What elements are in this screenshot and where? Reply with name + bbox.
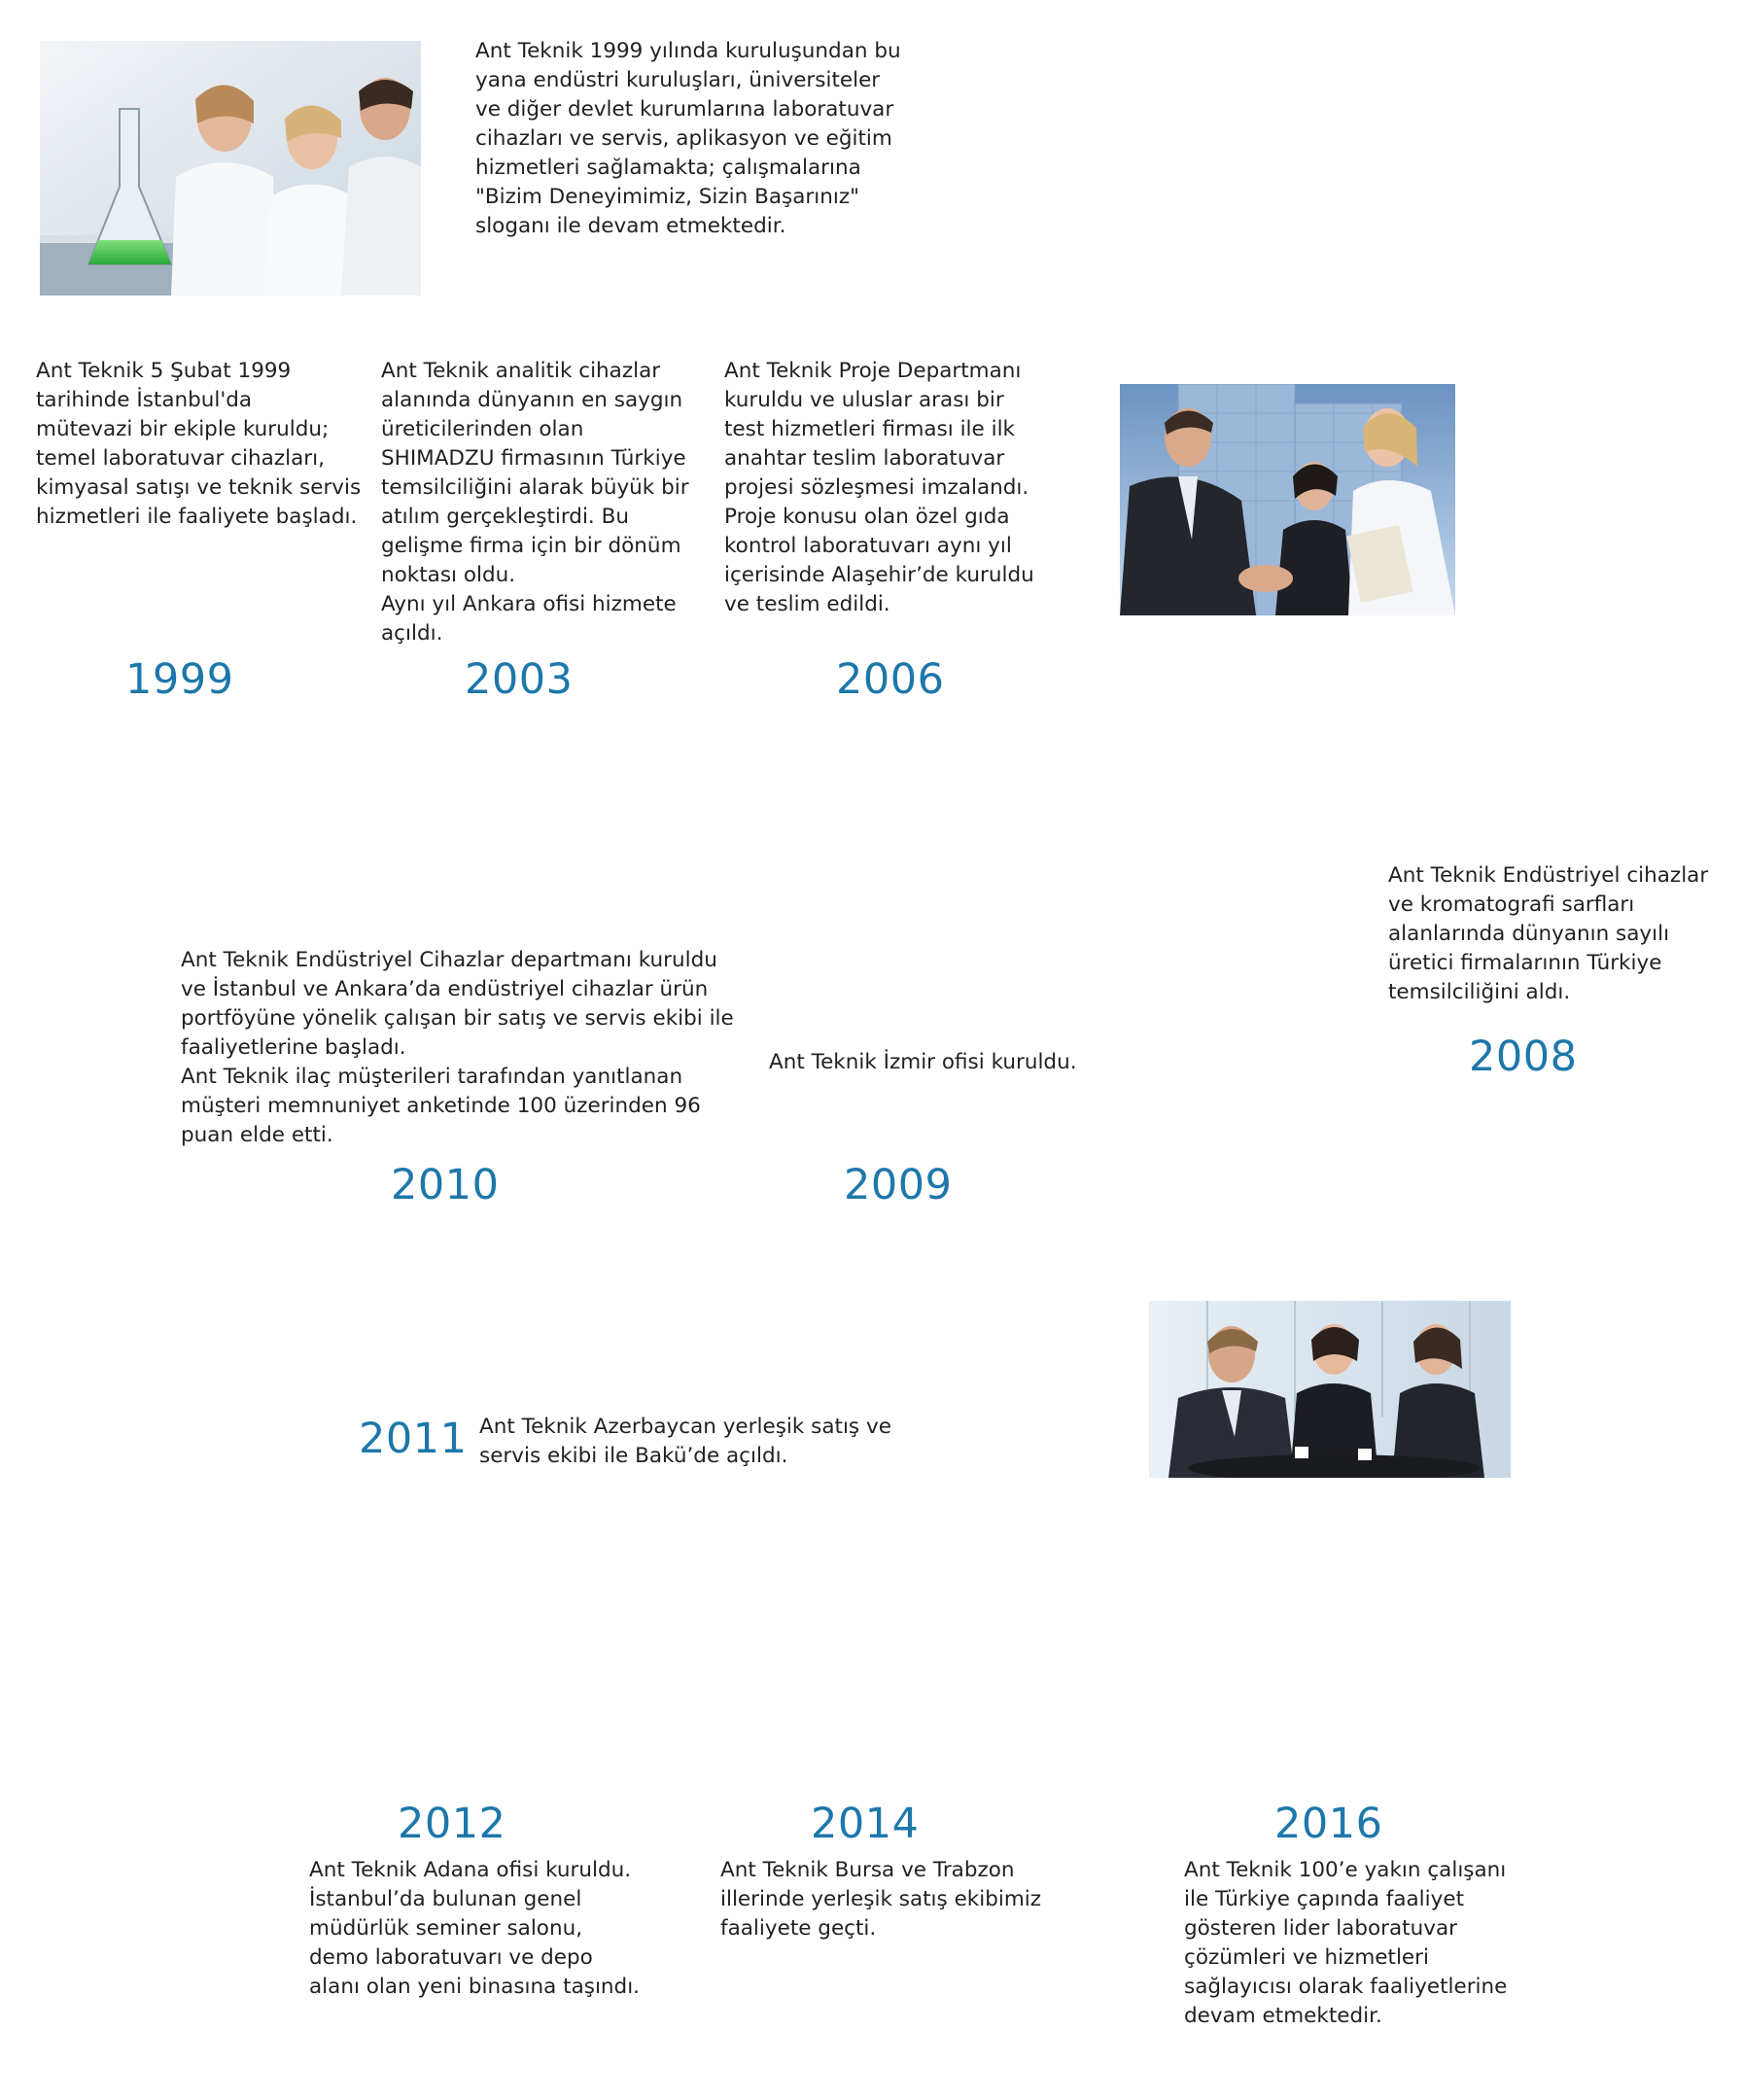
lab-photo (40, 41, 421, 296)
event-1999-text: Ant Teknik 5 Şubat 1999 tarihinde İstanb… (36, 359, 362, 529)
event-2003-year: 2003 (465, 655, 574, 704)
event-2011-year: 2011 (359, 1415, 468, 1463)
event-2011-text: Ant Teknik Azerbaycan yerleşik satış ve … (479, 1415, 891, 1468)
event-2008-text: Ant Teknik Endüstriyel cihazlar ve kroma… (1388, 863, 1709, 1004)
event-2006-year: 2006 (836, 655, 945, 704)
event-2009-year: 2009 (844, 1161, 953, 1209)
event-2003-text: Ant Teknik analitik cihazlar alanında dü… (381, 359, 689, 646)
event-2008-year: 2008 (1469, 1032, 1578, 1081)
event-2014-year: 2014 (811, 1800, 920, 1848)
event-2016-year: 2016 (1274, 1800, 1383, 1848)
event-2006-text: Ant Teknik Proje Departmanı kuruldu ve u… (724, 359, 1034, 616)
meeting-photo (1149, 1301, 1511, 1478)
event-2016-text: Ant Teknik 100’e yakın çalışanı ile Türk… (1184, 1858, 1508, 2028)
handshake-photo (1120, 384, 1455, 615)
event-1999-year: 1999 (125, 655, 234, 704)
event-2010-text: Ant Teknik Endüstriyel Cihazlar departma… (181, 948, 734, 1147)
event-2014-text: Ant Teknik Bursa ve Trabzon illerinde ye… (720, 1858, 1042, 1941)
event-2012-text: Ant Teknik Adana ofisi kuruldu. İstanbul… (309, 1858, 641, 1999)
intro-text: Ant Teknik 1999 yılında kuruluşundan bu … (475, 39, 901, 238)
event-2010-year: 2010 (391, 1161, 500, 1209)
event-2009-text: Ant Teknik İzmir ofisi kuruldu. (769, 1050, 1077, 1074)
event-2012-year: 2012 (398, 1800, 506, 1848)
